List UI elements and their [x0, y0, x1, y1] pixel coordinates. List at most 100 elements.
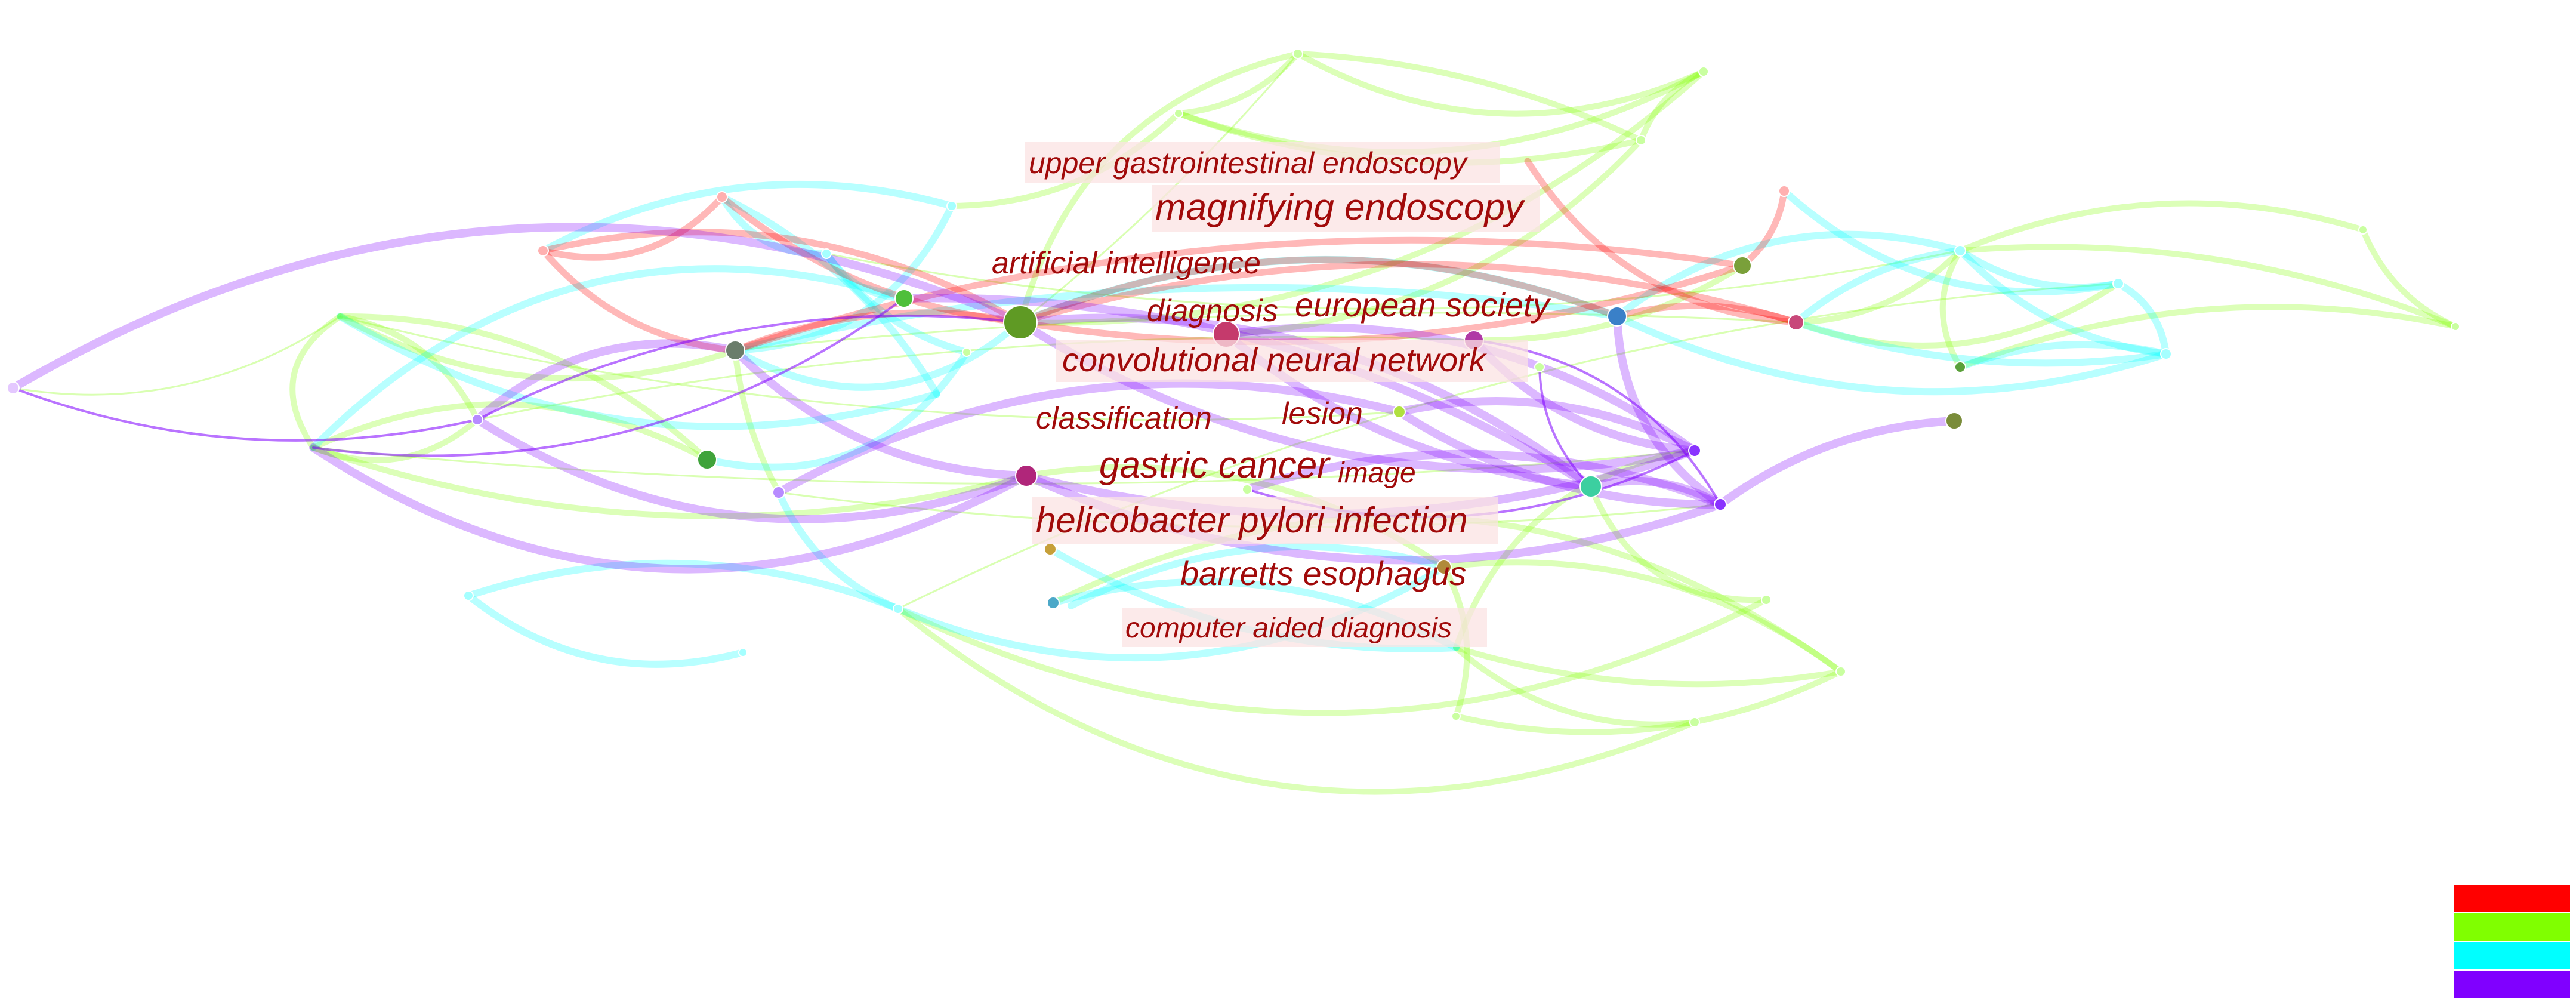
network-edge	[1295, 51, 1707, 117]
network-edge	[465, 559, 902, 612]
node-gastric-cancer	[1015, 464, 1038, 487]
network-edge	[1068, 543, 1448, 609]
keyword-label-upper-gi: upper gastrointestinal endoscopy	[1025, 142, 1500, 183]
network-node	[2451, 322, 2460, 331]
network-edge	[473, 339, 739, 424]
network-edge	[1453, 669, 1844, 735]
network-edge	[337, 313, 480, 423]
network-edge	[1613, 312, 1724, 509]
network-node	[738, 648, 748, 657]
network-node	[1733, 256, 1752, 275]
network-edge	[2360, 227, 2458, 329]
keyword-labels: upper gastrointestinal endoscopy magnify…	[992, 142, 1551, 647]
network-edge	[1739, 187, 1788, 269]
network-edge	[539, 193, 726, 261]
network-edge	[1017, 69, 1707, 326]
network-edge	[310, 445, 1029, 519]
keyword-text: european society	[1295, 286, 1551, 324]
network-node	[1292, 48, 1303, 59]
network-edge	[289, 313, 343, 451]
network-node	[7, 381, 20, 395]
network-edge	[1588, 483, 1769, 603]
network-node	[1761, 595, 1772, 605]
keyword-label-barretts-esophagus: barretts esophagus	[1180, 555, 1466, 592]
network-edge	[823, 250, 908, 302]
network-edge	[1017, 262, 1746, 346]
network-node	[716, 191, 728, 203]
network-edge	[1957, 247, 2170, 358]
network-node	[1689, 717, 1700, 728]
keyword-text: image	[1338, 457, 1416, 489]
keyword-label-gastric-cancer: gastric cancer	[1099, 445, 1331, 486]
network-edge	[732, 284, 1621, 354]
network-edge	[337, 313, 738, 382]
network-node	[1945, 412, 1963, 430]
network-edge	[1587, 476, 1724, 509]
legend-swatch-green	[2454, 913, 2570, 941]
keyword-text: barretts esophagus	[1180, 555, 1466, 592]
network-edge	[539, 247, 739, 354]
keyword-text: computer aided diagnosis	[1125, 612, 1452, 644]
keyword-text: convolutional neural network	[1062, 341, 1488, 378]
keyword-label-european-society: european society	[1295, 286, 1551, 324]
network-edge	[895, 606, 1698, 795]
network-edge	[1793, 319, 2170, 367]
keyword-label-computer-aided-diagnosis: computer aided diagnosis	[1122, 608, 1487, 647]
network-edge	[1781, 187, 2122, 295]
network-edge	[473, 415, 1031, 523]
network-node	[1393, 405, 1406, 418]
keyword-label-cnn: convolutional neural network	[1056, 340, 1528, 382]
network-node	[1044, 543, 1057, 556]
keyword-text: upper gastrointestinal endoscopy	[1029, 146, 1469, 180]
network-node	[1534, 362, 1545, 372]
network-edge	[775, 379, 1403, 497]
network-node	[1954, 361, 1966, 373]
network-node	[1451, 712, 1461, 721]
network-node	[1688, 444, 1701, 457]
node-european-society	[1607, 306, 1627, 327]
network-edge	[732, 347, 782, 495]
network-edge	[312, 297, 905, 457]
keyword-text: diagnosis	[1147, 294, 1278, 328]
network-edge	[465, 592, 746, 668]
network-edge	[1939, 248, 1963, 370]
network-edge	[1538, 366, 1592, 488]
node-hub-large	[1003, 305, 1038, 340]
network-edge	[1614, 302, 1800, 326]
network-edge	[718, 193, 830, 258]
keyword-label-helicobacter-pylori: helicobacter pylori infection	[1032, 497, 1498, 544]
network-edge	[1638, 69, 1707, 143]
network-edge	[1453, 645, 1698, 728]
network-node	[697, 449, 717, 470]
network-node	[537, 245, 549, 257]
node-hub	[725, 340, 745, 361]
network-edge	[704, 349, 970, 471]
network-edge	[718, 193, 940, 398]
network-edge	[2115, 280, 2170, 358]
network-edge	[1295, 51, 1644, 143]
network-nodes	[7, 48, 2460, 728]
keyword-text: classification	[1036, 401, 1212, 436]
network-node	[1778, 185, 1790, 197]
network-edge	[1957, 244, 2458, 329]
network-edge	[12, 315, 341, 396]
network-edge	[732, 236, 1746, 354]
legend-swatch-purple	[2454, 971, 2570, 998]
network-edge	[539, 229, 1024, 326]
network-node	[1047, 596, 1060, 609]
network-edge	[1614, 313, 2170, 396]
legend-swatch-red	[2454, 885, 2570, 912]
network-edge	[310, 265, 908, 451]
network-edge	[775, 489, 902, 612]
network-edge	[1017, 261, 1800, 326]
keyword-label-diagnosis: diagnosis	[1147, 294, 1278, 328]
network-edge	[1395, 397, 1699, 455]
network-node	[821, 248, 832, 259]
keyword-label-lesion: lesion	[1282, 396, 1363, 431]
keyword-label-artificial-intelligence: artificial intelligence	[992, 246, 1261, 281]
network-edge	[1793, 247, 1964, 326]
network-node	[893, 603, 903, 614]
network-edge	[312, 446, 1696, 485]
network-edge	[1453, 448, 1698, 651]
